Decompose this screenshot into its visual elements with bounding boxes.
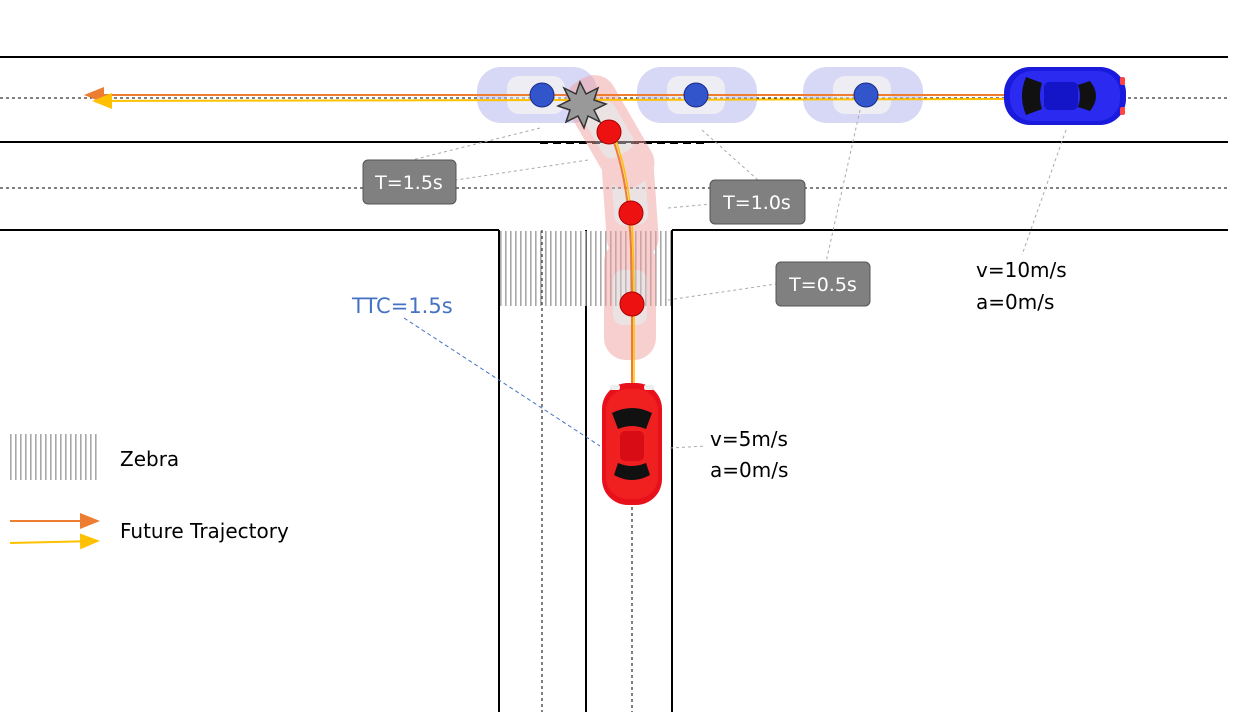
legend-trajectory-label: Future Trajectory: [120, 519, 289, 543]
ego-position-t15: [596, 119, 622, 145]
ttc-label: TTC=1.5s: [351, 294, 453, 318]
ego-position-t05: [619, 291, 645, 317]
ego-position-t10: [618, 200, 644, 226]
other-position-t05: [853, 82, 879, 108]
other-velocity: v=10m/s: [976, 258, 1067, 282]
legend: Zebra Future Trajectory: [9, 434, 289, 550]
car-icon: [1004, 67, 1126, 125]
other-position-t15: [529, 82, 555, 108]
legend-zebra-label: Zebra: [120, 447, 179, 471]
ttc-leader-line: [403, 317, 601, 447]
time-label-t10: T=1.0s: [709, 179, 806, 225]
other-position-t10: [683, 82, 709, 108]
collision-icon: [556, 80, 608, 130]
ego-velocity: v=5m/s: [710, 427, 788, 451]
legend-yellow-arrow: [9, 533, 100, 550]
other-vehicle-positions: [529, 82, 879, 108]
ego-vehicle-positions: [596, 119, 645, 317]
time-label-t15: T=1.5s: [362, 159, 457, 205]
legend-zebra-swatch: [10, 434, 98, 480]
ego-acceleration: a=0m/s: [710, 458, 788, 482]
ego-car-icon: [602, 383, 662, 505]
ego-vehicle-kinematics: v=5m/s a=0m/s: [710, 427, 788, 482]
svg-text:T=1.5s: T=1.5s: [374, 172, 443, 194]
time-label-t05: T=0.5s: [775, 261, 871, 307]
other-acceleration: a=0m/s: [976, 290, 1054, 314]
svg-text:T=0.5s: T=0.5s: [788, 274, 857, 296]
svg-text:T=1.0s: T=1.0s: [722, 192, 791, 214]
leader-lines: [411, 109, 1067, 449]
other-vehicle-kinematics: v=10m/s a=0m/s: [976, 258, 1067, 314]
